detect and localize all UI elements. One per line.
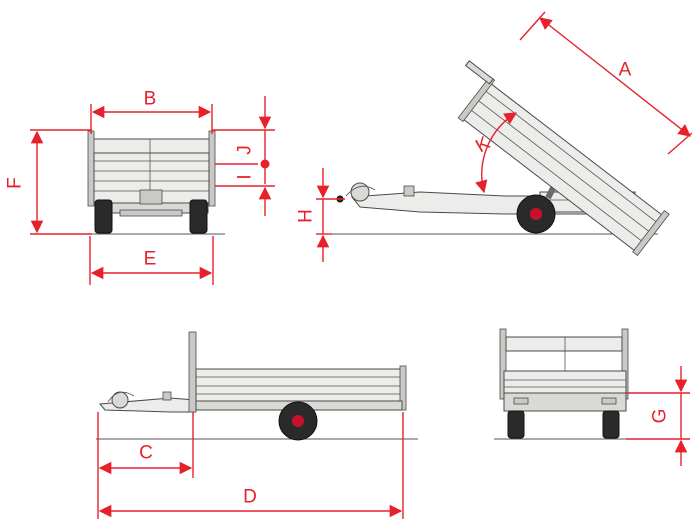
dimension-d: D: [97, 412, 404, 519]
label-a: A: [619, 60, 632, 81]
label-j: J: [235, 145, 256, 155]
label-e: E: [144, 249, 157, 270]
dimension-g: G: [626, 366, 690, 466]
label-b: B: [144, 89, 157, 110]
label-f: F: [5, 177, 26, 189]
label-h: H: [296, 209, 317, 223]
label-c: C: [139, 443, 153, 464]
dimension-f: F: [5, 129, 92, 235]
dimension-b: B: [90, 89, 213, 134]
dimension-e: E: [89, 236, 214, 285]
label-d: D: [243, 487, 257, 508]
dimension-h: H: [296, 168, 345, 262]
dimension-c: C: [97, 412, 194, 478]
rear-view: [494, 328, 690, 440]
side-view: [96, 331, 418, 441]
dimension-j-i: J I: [212, 96, 275, 216]
dimension-a: A: [519, 11, 692, 155]
front-view: [38, 130, 225, 235]
label-g: G: [650, 409, 671, 424]
label-i: I: [235, 174, 256, 179]
tipped-side-view: [330, 60, 670, 256]
